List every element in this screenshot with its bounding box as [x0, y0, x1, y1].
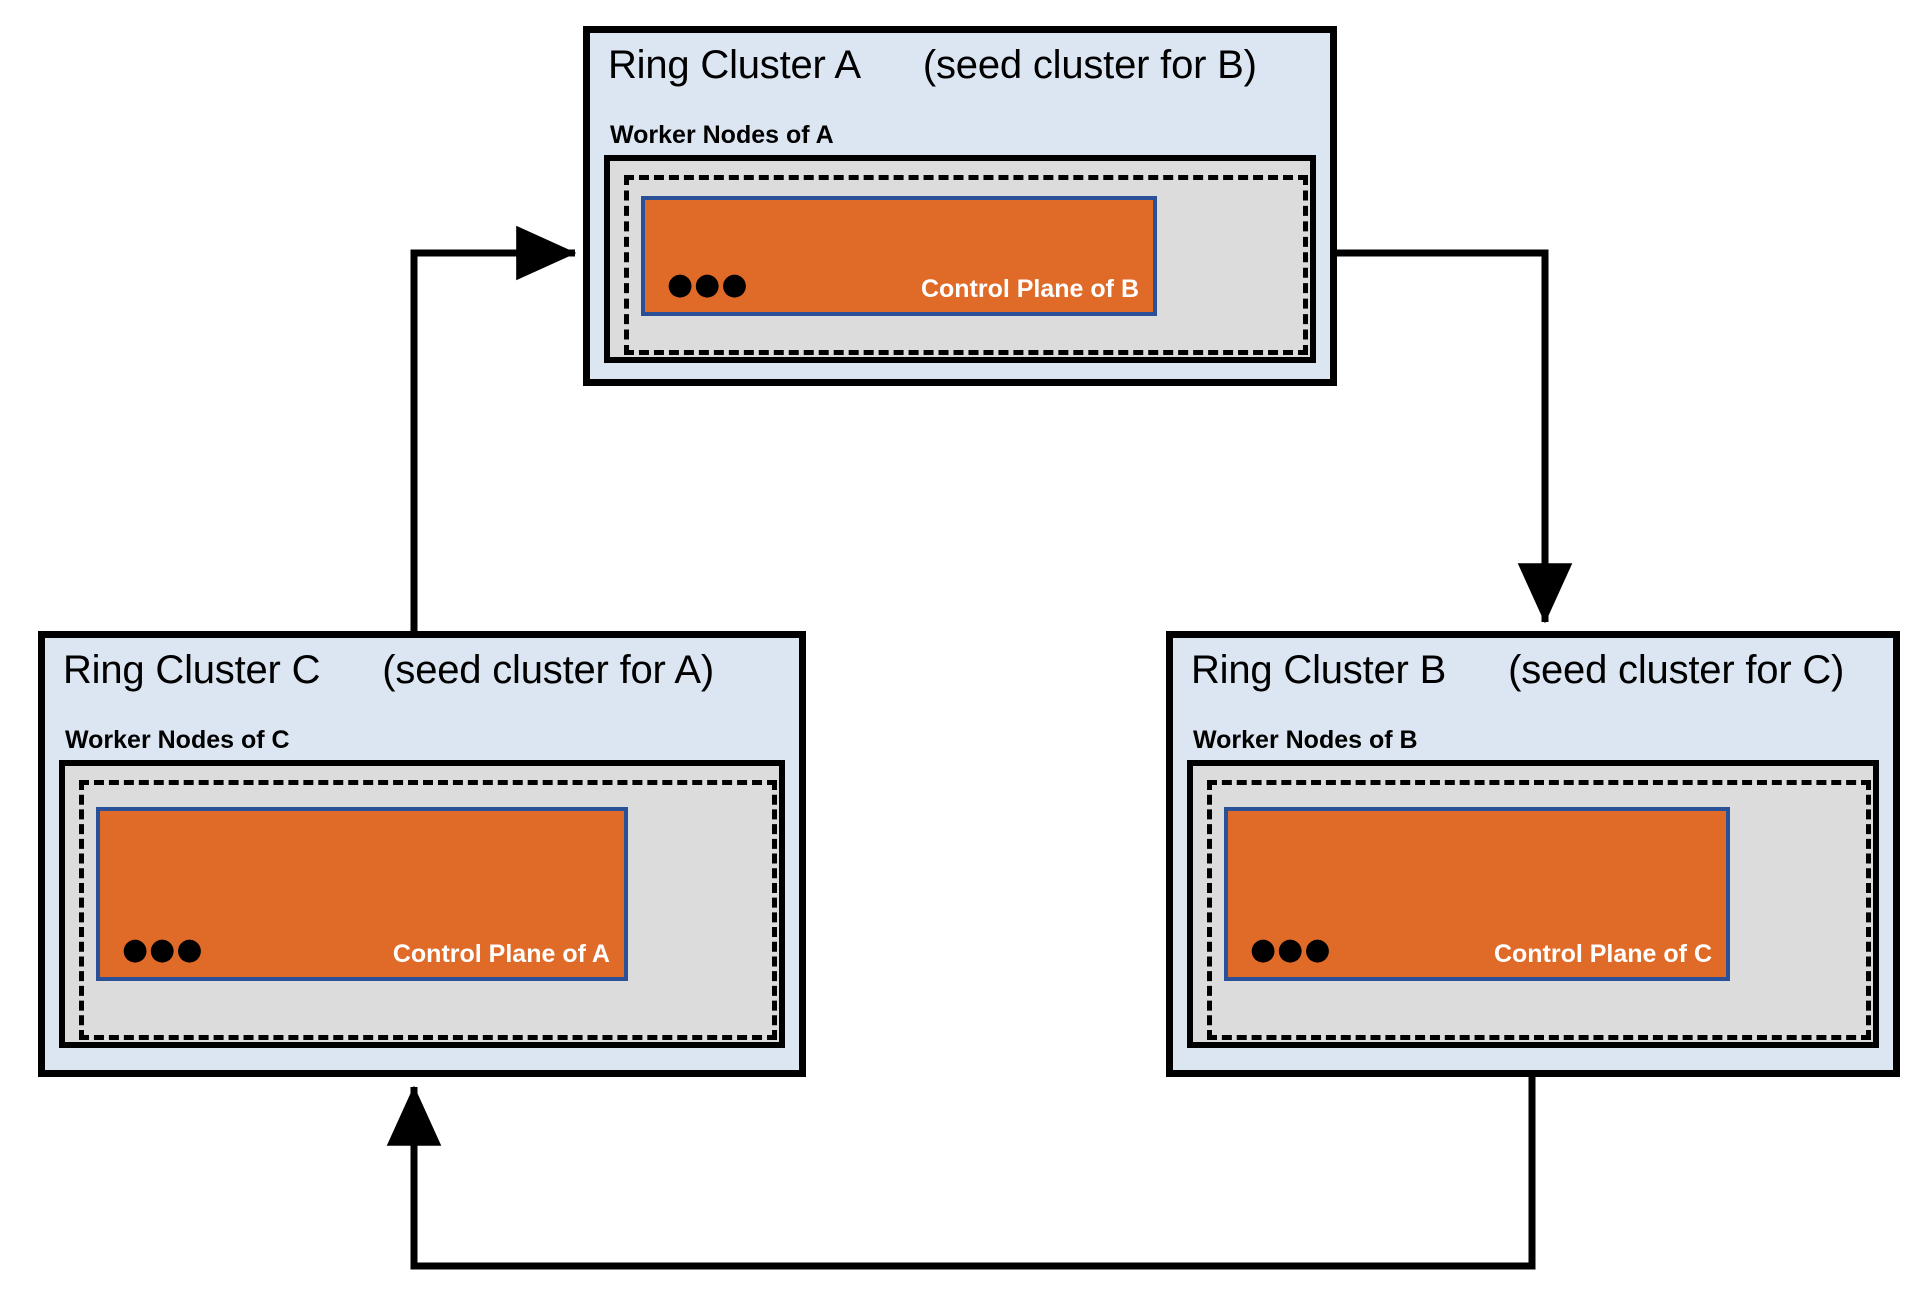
cluster-c-control-plane-label: Control Plane of A — [392, 940, 610, 968]
arrow-c-to-a — [410, 225, 577, 634]
cluster-a-ellipsis-dots: ●●● — [667, 267, 749, 302]
ring-cluster-a[interactable]: Ring Cluster A (seed cluster for B) Worke… — [583, 26, 1337, 386]
cluster-c-dashed-boundary: ●●● Control Plane of A — [79, 780, 777, 1040]
arrow-b-to-c — [386, 1077, 1536, 1270]
cluster-b-worker-label: Worker Nodes of B — [1193, 726, 1418, 754]
cluster-a-dashed-boundary: ●●● Control Plane of B — [624, 175, 1308, 355]
cluster-c-ellipsis-dots: ●●● — [122, 932, 204, 967]
arrow-a-to-b — [1337, 249, 1573, 624]
cluster-c-seed-note: (seed cluster for A) — [382, 648, 714, 692]
cluster-a-title: Ring Cluster A (seed cluster for B) — [608, 43, 1257, 88]
cluster-a-worker-nodes-box: ●●● Control Plane of B — [604, 155, 1316, 363]
cluster-b-worker-nodes-box: ●●● Control Plane of C — [1187, 760, 1879, 1048]
cluster-c-name: Ring Cluster C — [63, 648, 321, 692]
ring-cluster-c[interactable]: Ring Cluster C (seed cluster for A) Worke… — [38, 631, 806, 1077]
cluster-c-worker-nodes-box: ●●● Control Plane of A — [59, 760, 785, 1048]
cluster-b-control-plane-label: Control Plane of C — [1493, 940, 1712, 968]
cluster-a-name: Ring Cluster A — [608, 43, 861, 87]
cluster-a-control-plane-label: Control Plane of B — [920, 275, 1139, 303]
cluster-b-name: Ring Cluster B — [1191, 648, 1447, 692]
cluster-c-worker-label: Worker Nodes of C — [65, 726, 290, 754]
cluster-c-control-plane[interactable]: ●●● Control Plane of A — [96, 807, 628, 981]
cluster-a-worker-label: Worker Nodes of A — [610, 121, 834, 149]
cluster-c-title: Ring Cluster C (seed cluster for A) — [63, 648, 714, 693]
cluster-b-seed-note: (seed cluster for C) — [1508, 648, 1845, 692]
cluster-b-ellipsis-dots: ●●● — [1250, 932, 1332, 967]
cluster-a-seed-note: (seed cluster for B) — [922, 43, 1257, 87]
cluster-b-dashed-boundary: ●●● Control Plane of C — [1207, 780, 1871, 1040]
cluster-b-title: Ring Cluster B (seed cluster for C) — [1191, 648, 1844, 693]
cluster-b-control-plane[interactable]: ●●● Control Plane of C — [1224, 807, 1730, 981]
cluster-a-control-plane[interactable]: ●●● Control Plane of B — [641, 196, 1157, 316]
ring-cluster-b[interactable]: Ring Cluster B (seed cluster for C) Worke… — [1166, 631, 1900, 1077]
